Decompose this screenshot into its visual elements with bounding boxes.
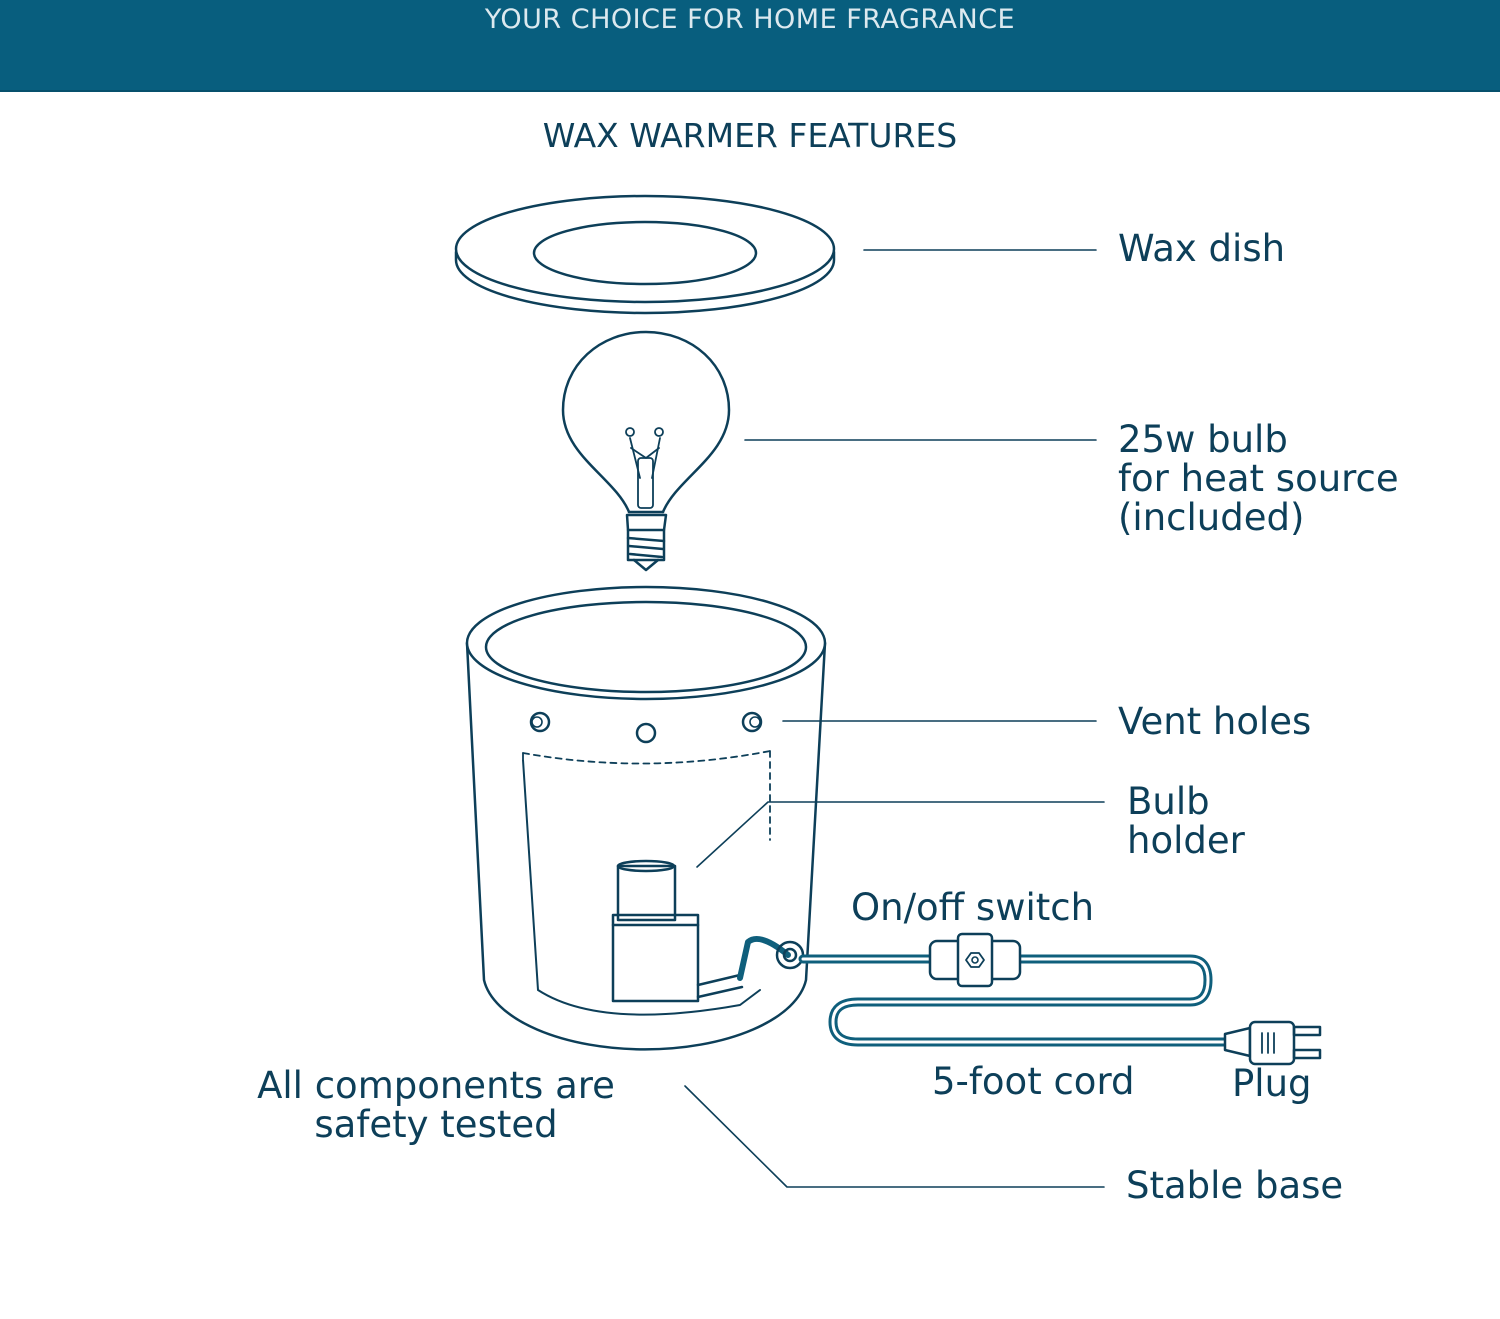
label-safety-line-1: All components are: [257, 1064, 615, 1107]
label-vent-holes: Vent holes: [1118, 700, 1312, 743]
banner-tagline: YOUR CHOICE FOR HOME FRAGRANCE: [484, 4, 1016, 35]
label-safety: All components are safety tested: [256, 1066, 616, 1144]
label-on-off-switch: On/off switch: [851, 886, 1095, 929]
warmer-body-drawing: [465, 585, 827, 1051]
label-stable-base: Stable base: [1126, 1164, 1344, 1207]
label-bulb: 25w bulb for heat source (included): [1118, 420, 1399, 537]
wax-dish-drawing: [454, 194, 836, 315]
power-cord-drawing: [798, 932, 1230, 1047]
plug-drawing: [1223, 1020, 1322, 1066]
label-bulb-holder-line-1: Bulb: [1127, 780, 1210, 823]
label-wax-dish: Wax dish: [1118, 227, 1286, 270]
section-title: WAX WARMER FEATURES: [542, 116, 958, 155]
label-safety-line-2: safety tested: [314, 1103, 558, 1146]
label-bulb-line-2: for heat source: [1118, 457, 1399, 500]
label-bulb-line-1: 25w bulb: [1118, 418, 1288, 461]
label-bulb-holder-line-2: holder: [1127, 819, 1245, 862]
top-banner: YOUR CHOICE FOR HOME FRAGRANCE: [0, 0, 1500, 92]
label-bulb-line-3: (included): [1118, 496, 1305, 539]
leader-lines: [684, 249, 1105, 1188]
label-bulb-holder: Bulb holder: [1127, 782, 1245, 860]
label-plug: Plug: [1232, 1062, 1312, 1105]
label-cord: 5-foot cord: [932, 1060, 1135, 1103]
light-bulb-drawing: [561, 330, 731, 572]
